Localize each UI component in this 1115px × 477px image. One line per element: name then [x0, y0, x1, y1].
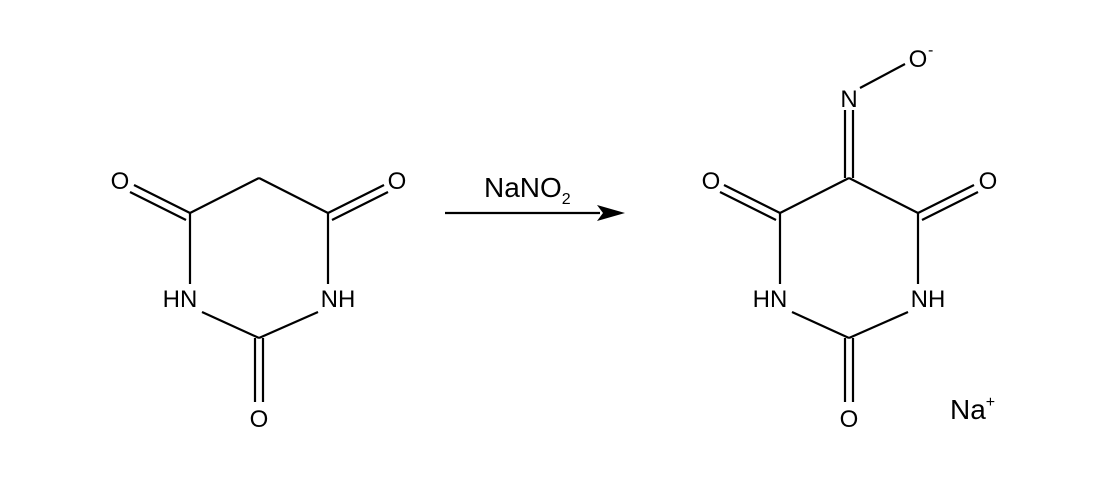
atom-n-oxime: N — [840, 86, 857, 113]
atom-o-left: O — [702, 168, 721, 195]
atom-o-oxime: O — [909, 46, 928, 73]
atom-o-right: O — [979, 168, 998, 195]
atom-n-left: HN — [163, 286, 198, 313]
product-molecule: O O O HN NH N O - Na+ — [702, 42, 998, 433]
atom-o-left: O — [111, 168, 130, 195]
atom-n-right: NH — [321, 286, 356, 313]
reaction-arrow: NaNO2 — [445, 172, 625, 221]
sodium-counterion: Na+ — [950, 394, 995, 425]
atom-o-bottom: O — [840, 406, 859, 433]
reagent-label: NaNO2 — [484, 172, 571, 208]
negative-charge: - — [928, 42, 933, 59]
atom-o-right: O — [388, 168, 407, 195]
atom-o-bottom: O — [250, 406, 269, 433]
atom-n-left: HN — [753, 286, 788, 313]
atom-n-right: NH — [911, 286, 946, 313]
reactant-molecule: O O O HN NH — [111, 168, 407, 433]
